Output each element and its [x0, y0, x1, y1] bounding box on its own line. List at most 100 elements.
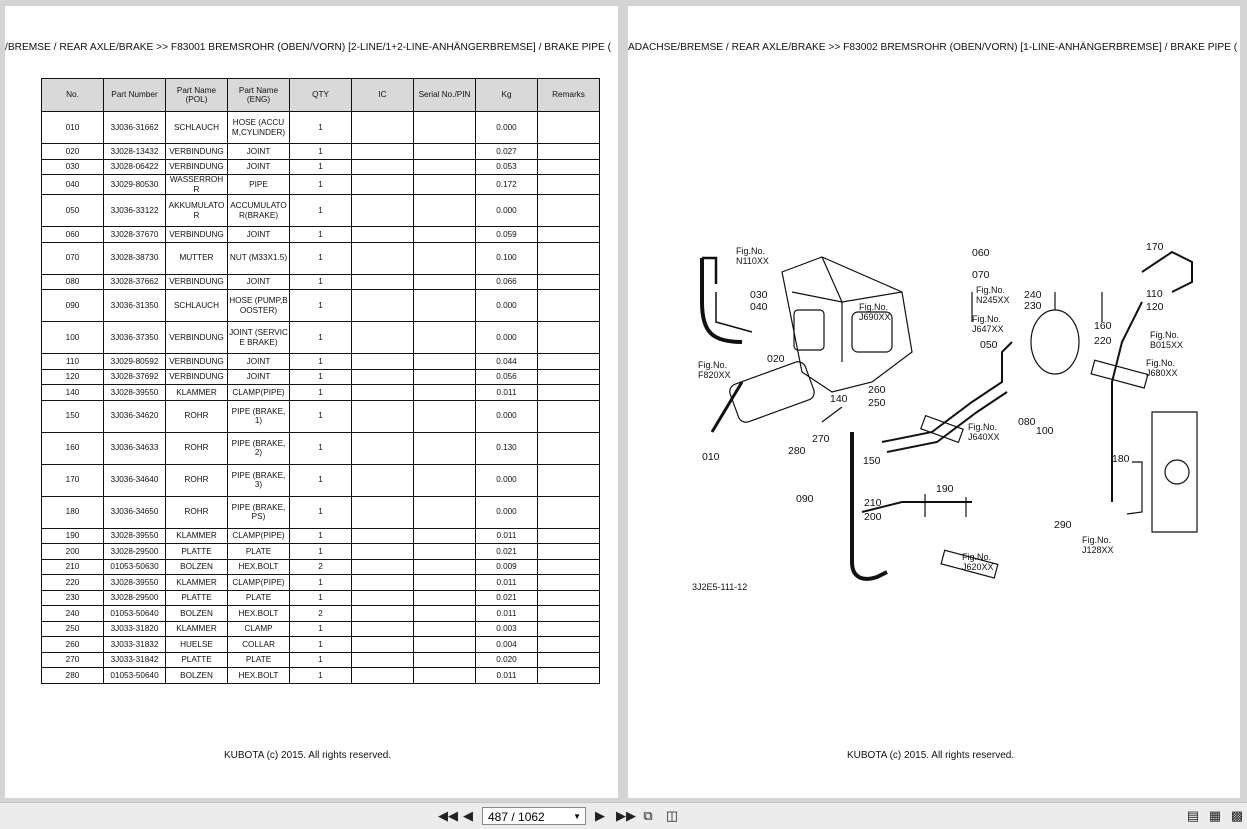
table-cell: PLATE [227, 651, 290, 668]
table-cell: 3J029-80530 [103, 174, 166, 195]
table-cell: PIPE (BRAKE,2) [227, 431, 290, 465]
table-cell: 060 [41, 226, 104, 243]
table-cell [537, 574, 600, 591]
table-cell: 0.009 [475, 558, 538, 575]
table-cell: 0.020 [475, 651, 538, 668]
table-cell: PLATTE [165, 543, 228, 560]
table-cell: 1 [289, 574, 352, 591]
column-header: No. [41, 78, 104, 112]
continuous-view-icon[interactable]: ▦ [1208, 808, 1222, 823]
column-header: Kg [475, 78, 538, 112]
table-cell: 3J028-29500 [103, 589, 166, 606]
table-cell: 1 [289, 273, 352, 290]
table-cell: 150 [41, 399, 104, 433]
table-cell [537, 194, 600, 227]
table-cell [351, 574, 414, 591]
table-cell: ACCUMULATOR(BRAKE) [227, 194, 290, 227]
single-page-view-icon[interactable]: ▤ [1186, 808, 1200, 823]
table-cell: 3J028-39550 [103, 574, 166, 591]
column-header: QTY [289, 78, 352, 112]
table-cell: JOINT (SERVICE BRAKE) [227, 321, 290, 354]
table-cell: 040 [41, 174, 104, 195]
callout-170: 170 [1146, 241, 1164, 253]
two-page-view-icon[interactable]: ⧉ [643, 808, 653, 823]
table-cell [537, 143, 600, 160]
table-cell: 1 [289, 589, 352, 606]
table-cell [413, 273, 476, 290]
table-cell: COLLAR [227, 636, 290, 653]
table-cell: 030 [41, 158, 104, 175]
table-cell: 01053-50630 [103, 558, 166, 575]
table-cell: JOINT [227, 368, 290, 385]
callout-260: 260 [868, 384, 886, 396]
table-cell: 01053-50640 [103, 605, 166, 622]
first-page-icon[interactable]: ◀◀ [438, 808, 458, 823]
table-cell [537, 605, 600, 622]
table-cell: HOSE (ACCUM,CYLINDER) [227, 111, 290, 144]
fit-page-icon[interactable]: ◫ [665, 808, 679, 823]
table-cell: 0.000 [475, 194, 538, 227]
fig-ref: Fig.No.J690XX [859, 302, 891, 322]
table-cell: VERBINDUNG [165, 368, 228, 385]
table-cell [537, 527, 600, 544]
table-cell: ROHR [165, 463, 228, 497]
table-cell [413, 226, 476, 243]
table-cell: 1 [289, 368, 352, 385]
next-page-icon[interactable]: ▶ [595, 808, 605, 823]
table-cell [351, 463, 414, 497]
table-cell: 3J036-34620 [103, 399, 166, 433]
table-cell: 160 [41, 431, 104, 465]
table-cell: BOLZEN [165, 558, 228, 575]
facing-view-icon[interactable]: ▩ [1230, 808, 1244, 823]
document-page-right: ADACHSE/BREMSE / REAR AXLE/BRAKE >> F830… [628, 6, 1240, 798]
table-cell: 240 [41, 605, 104, 622]
table-cell: 0.011 [475, 605, 538, 622]
table-cell: VERBINDUNG [165, 158, 228, 175]
table-cell: 0.000 [475, 399, 538, 433]
page-indicator-select[interactable]: 487 / 1062 ▼ [482, 807, 586, 825]
table-cell: JOINT [227, 273, 290, 290]
table-cell: 0.172 [475, 174, 538, 195]
prev-page-icon[interactable]: ◀ [463, 808, 473, 823]
table-cell: 1 [289, 651, 352, 668]
table-cell [537, 241, 600, 275]
table-cell: 190 [41, 527, 104, 544]
callout-240: 240 [1024, 289, 1042, 301]
table-cell [537, 399, 600, 433]
table-cell: 010 [41, 111, 104, 144]
last-page-icon[interactable]: ▶▶ [616, 808, 636, 823]
table-cell: 0.000 [475, 321, 538, 354]
table-cell [351, 384, 414, 401]
callout-110: 110 [1146, 288, 1163, 300]
table-cell [413, 194, 476, 227]
table-cell [413, 574, 476, 591]
table-cell: NUT (M33X1.5) [227, 241, 290, 275]
table-cell [537, 174, 600, 195]
table-cell: PLATTE [165, 589, 228, 606]
table-cell: CLAMP [227, 620, 290, 637]
table-cell: 3J036-34640 [103, 463, 166, 497]
dropdown-caret-icon: ▼ [573, 812, 581, 821]
table-cell [537, 543, 600, 560]
table-cell [537, 589, 600, 606]
callout-230: 230 [1024, 300, 1042, 312]
table-cell: 1 [289, 226, 352, 243]
table-cell [537, 384, 600, 401]
table-cell: 120 [41, 368, 104, 385]
table-cell: 0.053 [475, 158, 538, 175]
table-cell: HEX.BOLT [227, 605, 290, 622]
column-header: Serial No./PIN [413, 78, 476, 112]
table-cell: 230 [41, 589, 104, 606]
fig-ref: Fig.No.J620XX [962, 552, 994, 572]
callout-250: 250 [868, 397, 886, 409]
table-cell: 3J028-37692 [103, 368, 166, 385]
table-cell: 0.021 [475, 589, 538, 606]
table-cell: 0.011 [475, 527, 538, 544]
